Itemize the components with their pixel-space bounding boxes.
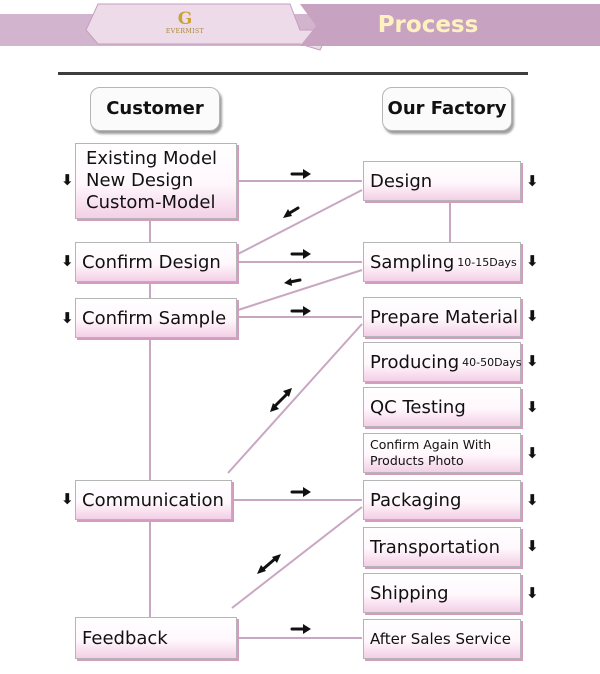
confirm-again-box: Confirm Again With Products Photo	[363, 433, 521, 473]
producing-label: Producing	[370, 351, 460, 373]
confirm-again-line2: Products Photo	[370, 453, 464, 468]
feedback-box: Feedback	[75, 617, 237, 659]
down-arrow-icon: ⬇	[526, 444, 539, 462]
down-arrow-icon: ⬇	[61, 309, 74, 327]
confirm-sample-box: Confirm Sample	[75, 298, 237, 338]
sampling-box: Sampling 10-15Days	[363, 242, 521, 282]
factory-header: Our Factory	[382, 87, 512, 131]
custom-model-label: Custom-Model	[86, 192, 216, 213]
logo-letter: G	[177, 9, 193, 29]
double-arrow-icon	[257, 554, 281, 574]
confirm-design-box: Confirm Design	[75, 242, 237, 282]
divider-line	[58, 72, 528, 75]
down-arrow-icon: ⬇	[526, 584, 539, 602]
design-box: Design	[363, 161, 521, 201]
link-packaging-feedback	[231, 506, 363, 609]
shipping-box: Shipping	[363, 573, 521, 613]
link-material-communication	[227, 323, 363, 474]
communication-box: Communication	[75, 480, 232, 520]
after-sales-box: After Sales Service	[363, 619, 521, 659]
double-arrow-icon	[270, 388, 292, 412]
left-arrow-icon	[284, 278, 302, 286]
banner	[0, 3, 600, 51]
existing-model-label: Existing Model	[86, 148, 218, 169]
down-arrow-icon: ⬇	[526, 537, 539, 555]
customer-header: Customer	[90, 87, 220, 131]
customer-start-box: Existing Model New Design Custom-Model	[75, 143, 237, 219]
left-arrow-icon	[283, 206, 300, 218]
prepare-material-box: Prepare Material	[363, 297, 521, 337]
right-arrow-icon	[290, 487, 311, 497]
packaging-box: Packaging	[363, 480, 521, 520]
producing-days: 40-50Days	[462, 355, 522, 369]
down-arrow-icon: ⬇	[526, 398, 539, 416]
down-arrow-icon: ⬇	[526, 352, 539, 370]
link-sampling-sample	[237, 269, 363, 311]
right-arrow-icon	[290, 306, 311, 316]
banner-title: Process	[377, 12, 479, 38]
sampling-label: Sampling	[370, 251, 455, 273]
producing-box: Producing 40-50Days	[363, 342, 522, 382]
down-arrow-icon: ⬇	[61, 252, 74, 270]
down-arrow-icon: ⬇	[526, 307, 539, 325]
logo: G EVERMIST	[150, 10, 220, 35]
new-design-label: New Design	[86, 170, 194, 191]
banner-tab	[85, 3, 331, 51]
confirm-again-line1: Confirm Again With	[370, 437, 492, 452]
right-arrow-icon	[290, 249, 311, 259]
sampling-days: 10-15Days	[457, 255, 517, 269]
link-design-confirm	[237, 189, 363, 255]
down-arrow-icon: ⬇	[61, 490, 74, 508]
banner-title-tab	[300, 4, 600, 46]
transportation-box: Transportation	[363, 527, 521, 567]
right-arrow-icon	[290, 624, 311, 634]
logo-brand: EVERMIST	[165, 28, 205, 35]
down-arrow-icon: ⬇	[526, 252, 539, 270]
qc-testing-box: QC Testing	[363, 387, 521, 427]
down-arrow-icon: ⬇	[61, 171, 74, 189]
down-arrow-icon: ⬇	[526, 491, 539, 509]
down-arrow-icon: ⬇	[526, 172, 539, 190]
right-arrow-icon	[290, 169, 311, 179]
